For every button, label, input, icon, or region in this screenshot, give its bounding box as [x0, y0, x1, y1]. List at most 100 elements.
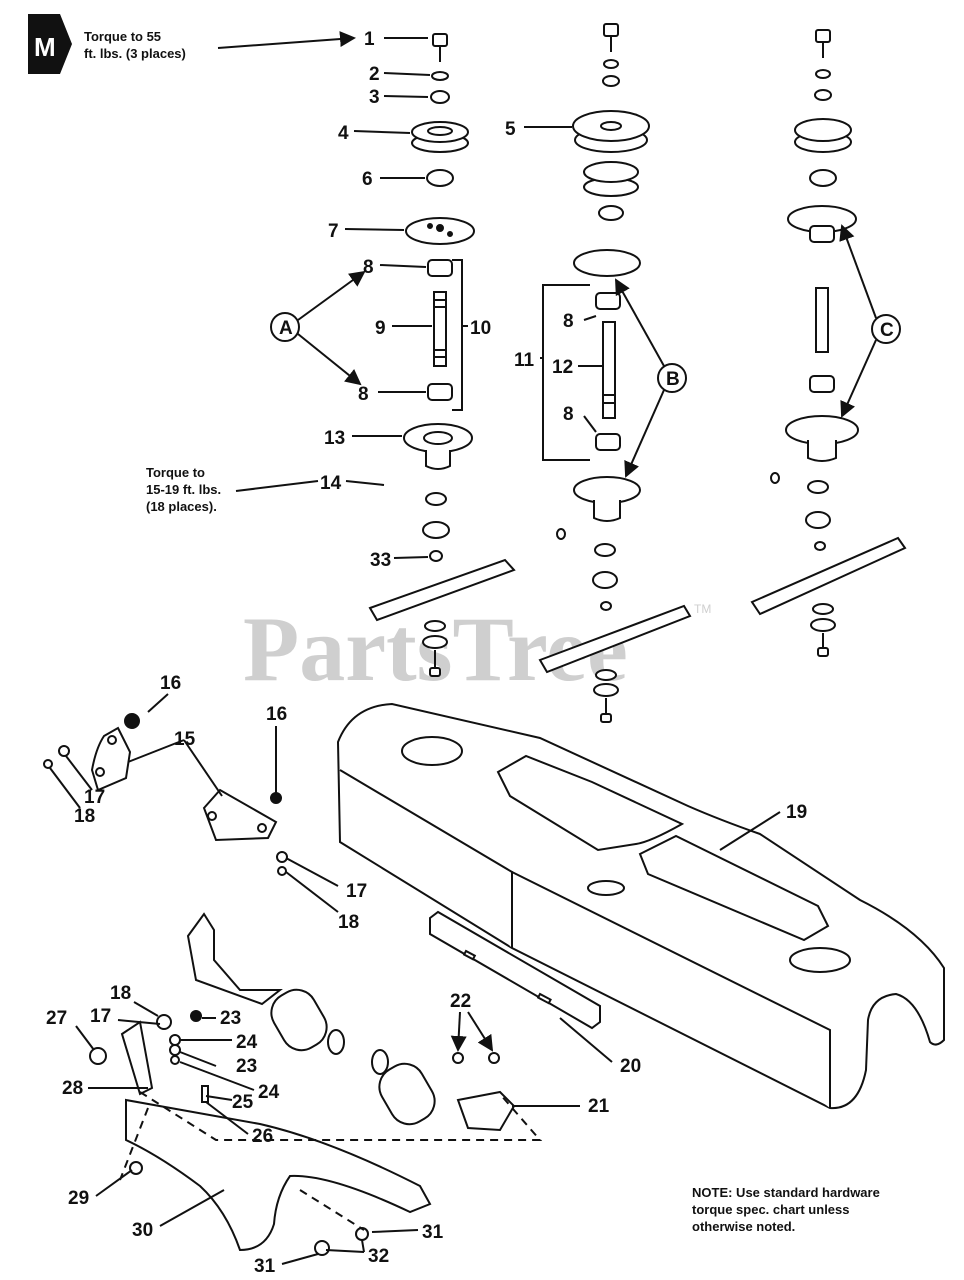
callout-23-a: 23 [220, 1008, 241, 1029]
callout-33: 33 [370, 550, 391, 571]
bearing-8-lower [427, 383, 453, 401]
link-15-lower [202, 788, 288, 876]
torque-note-top-line-1: Torque to 55 [84, 29, 162, 44]
callout-31-b: 31 [254, 1256, 276, 1277]
callout-8-a: 8 [363, 257, 374, 278]
group-label-a: A [279, 318, 293, 339]
torque-note-middle: Torque to 15-19 ft. lbs. (18 places). [146, 464, 221, 515]
torque-note-middle-line-2: 15-19 ft. lbs. [146, 482, 222, 497]
m-badge-letter: M [34, 32, 56, 62]
callout-27: 27 [46, 1008, 67, 1029]
callout-17-c: 17 [90, 1006, 111, 1027]
roller-lower [378, 1062, 436, 1126]
housing-right [785, 415, 859, 445]
callout-30: 30 [132, 1220, 153, 1241]
nut-33 [429, 550, 443, 562]
spindle-left [368, 33, 516, 677]
callout-29: 29 [68, 1188, 89, 1209]
link-15-upper [43, 713, 140, 792]
callout-16-b: 16 [266, 704, 287, 725]
callout-11: 11 [514, 350, 535, 371]
callout-31-a: 31 [422, 1222, 444, 1243]
shaft-right [815, 287, 829, 353]
callout-8-b: 8 [358, 384, 369, 405]
callout-20: 20 [620, 1056, 641, 1077]
callout-7: 7 [328, 221, 339, 242]
shaft-9 [433, 291, 447, 367]
torque-note-middle-line-1: Torque to [146, 465, 205, 480]
callout-19: 19 [786, 802, 807, 823]
housing-13 [403, 423, 473, 470]
callout-9: 9 [375, 318, 386, 339]
blade-middle [538, 604, 692, 674]
spindle-right [750, 29, 907, 657]
arm-30 [89, 1020, 432, 1252]
callout-2: 2 [369, 64, 380, 85]
m-badge: M [28, 14, 72, 74]
callout-16-a: 16 [160, 673, 181, 694]
callout-26: 26 [252, 1126, 273, 1147]
callout-5: 5 [505, 119, 516, 140]
roller-upper [270, 988, 328, 1052]
callout-17-a: 17 [84, 787, 105, 808]
callout-18-b: 18 [338, 912, 359, 933]
callout-15: 15 [174, 729, 196, 750]
group-marker-b [657, 363, 687, 393]
callout-8-d: 8 [563, 404, 574, 425]
plate-middle [573, 249, 641, 277]
torque-note-top-line-2: ft. lbs. (3 places) [84, 46, 186, 61]
blade-right [750, 536, 907, 616]
bearing-8-upper [427, 259, 453, 277]
callout-23-b: 23 [236, 1056, 257, 1077]
group-marker-a [270, 312, 300, 342]
roller-assembly [156, 912, 516, 1256]
watermark-text: PartsTree [243, 598, 628, 700]
footer-note-line-3: otherwise noted. [692, 1219, 796, 1234]
spindle-middle [538, 23, 692, 723]
callout-8-c: 8 [563, 311, 574, 332]
bolt-1 [432, 33, 448, 47]
callout-22: 22 [450, 991, 471, 1012]
callout-14: 14 [320, 473, 342, 494]
callout-6: 6 [362, 169, 373, 190]
washer-2 [431, 71, 449, 81]
group-label-c: C [880, 320, 894, 341]
callout-4: 4 [338, 123, 349, 144]
rail-20 [429, 910, 601, 1030]
deck-housing-19 [336, 702, 945, 1110]
watermark-tm: TM [694, 602, 711, 616]
callout-12: 12 [552, 357, 573, 378]
pulley-4 [411, 121, 469, 153]
callout-3: 3 [369, 87, 380, 108]
callout-17-b: 17 [346, 881, 367, 902]
washer [422, 521, 450, 539]
footer-note: NOTE: Use standard hardware torque spec.… [692, 1184, 880, 1235]
nut-3 [430, 90, 450, 104]
callout-1: 1 [364, 29, 375, 50]
footer-note-line-2: torque spec. chart unless [692, 1202, 850, 1217]
shaft-12 [602, 321, 616, 419]
callout-25: 25 [232, 1092, 254, 1113]
callout-24-a: 24 [236, 1032, 258, 1053]
callout-18-c: 18 [110, 983, 131, 1004]
group-marker-c [871, 314, 901, 344]
callout-21: 21 [588, 1096, 610, 1117]
group-markers [270, 312, 901, 393]
lock-washer [425, 492, 447, 506]
callout-28: 28 [62, 1078, 83, 1099]
pulley-5 [572, 110, 650, 153]
housing-middle [573, 476, 641, 504]
callout-numbers: 1 2 3 4 5 6 7 8 8 8 8 9 10 11 12 13 14 1… [46, 29, 807, 1277]
blade-left [368, 558, 516, 622]
footer-note-line-1: NOTE: Use standard hardware [692, 1185, 880, 1200]
callout-32: 32 [368, 1246, 389, 1267]
callout-18-a: 18 [74, 806, 95, 827]
leader-lines [49, 31, 877, 1265]
torque-note-top: Torque to 55 ft. lbs. (3 places) [84, 28, 186, 62]
bracket-21 [456, 1090, 516, 1132]
callout-13: 13 [324, 428, 345, 449]
dashed-guides [119, 1091, 543, 1231]
callout-24-b: 24 [258, 1082, 280, 1103]
torque-note-middle-line-3: (18 places). [146, 499, 217, 514]
